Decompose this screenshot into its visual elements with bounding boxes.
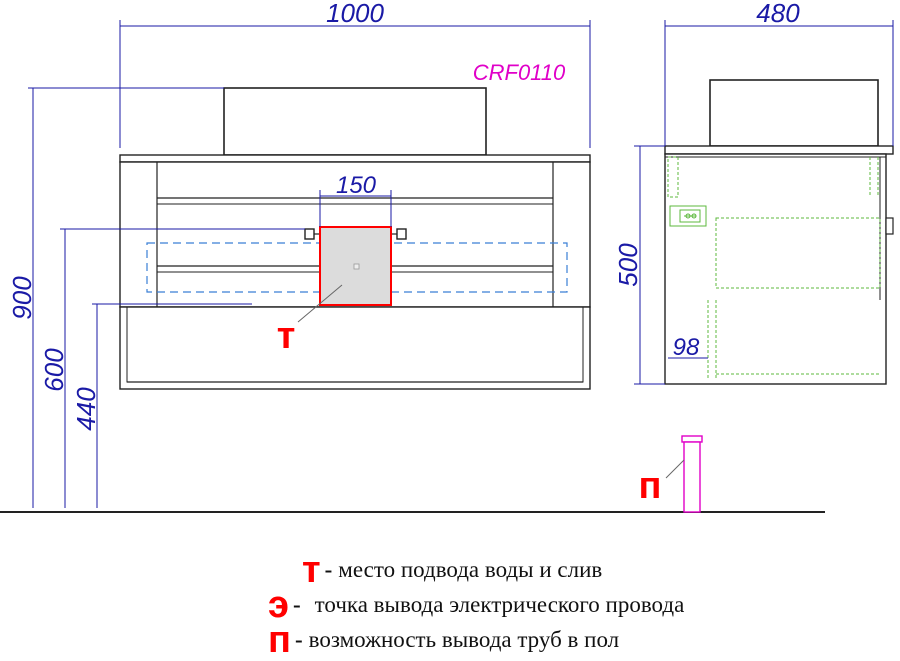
legend-dash: - [293,592,301,617]
dim-height-600: 600 [39,348,69,392]
legend-text-e: точка вывода электрического провода [314,592,685,617]
electrical-outlet-icon [669,205,707,227]
dim-front-width: 1000 [326,0,384,28]
marker-p: п [639,465,662,507]
legend-row-p: п-возможность вывода труб в пол [268,621,620,659]
legend-mark-t: т [302,549,321,591]
legend: т-место подвода воды и слив э-точка выво… [0,545,900,659]
vessel-sink-front [223,87,487,156]
legend-text-p: возможность вывода труб в пол [308,627,620,652]
cabinet-side [664,153,887,385]
marker-t: т [277,315,296,357]
dim-cabinet-height: 500 [613,243,643,287]
model-code: CRF0110 [473,60,566,85]
vessel-sink-side [709,79,879,147]
legend-dash: - [294,627,303,652]
countertop-front [119,154,591,163]
legend-mark-p: п [268,619,291,661]
dim-height-440: 440 [71,387,101,431]
countertop-side [664,145,894,155]
dim-opening-width: 150 [336,172,377,199]
legend-row-t: т-место подвода воды и слив [302,551,603,589]
floor-pipe [681,435,703,513]
dim-side-depth: 480 [756,0,800,28]
dim-side-offset: 98 [673,334,700,361]
dim-total-height: 900 [7,276,37,320]
lower-frame-front [119,306,591,390]
hidden-lines-side [667,156,881,380]
legend-text-t: место подвода воды и слив [338,557,603,582]
legend-mark-e: э [268,584,289,626]
legend-dash: - [324,557,333,582]
legend-row-e: э-точка вывода электрического провода [268,586,685,624]
